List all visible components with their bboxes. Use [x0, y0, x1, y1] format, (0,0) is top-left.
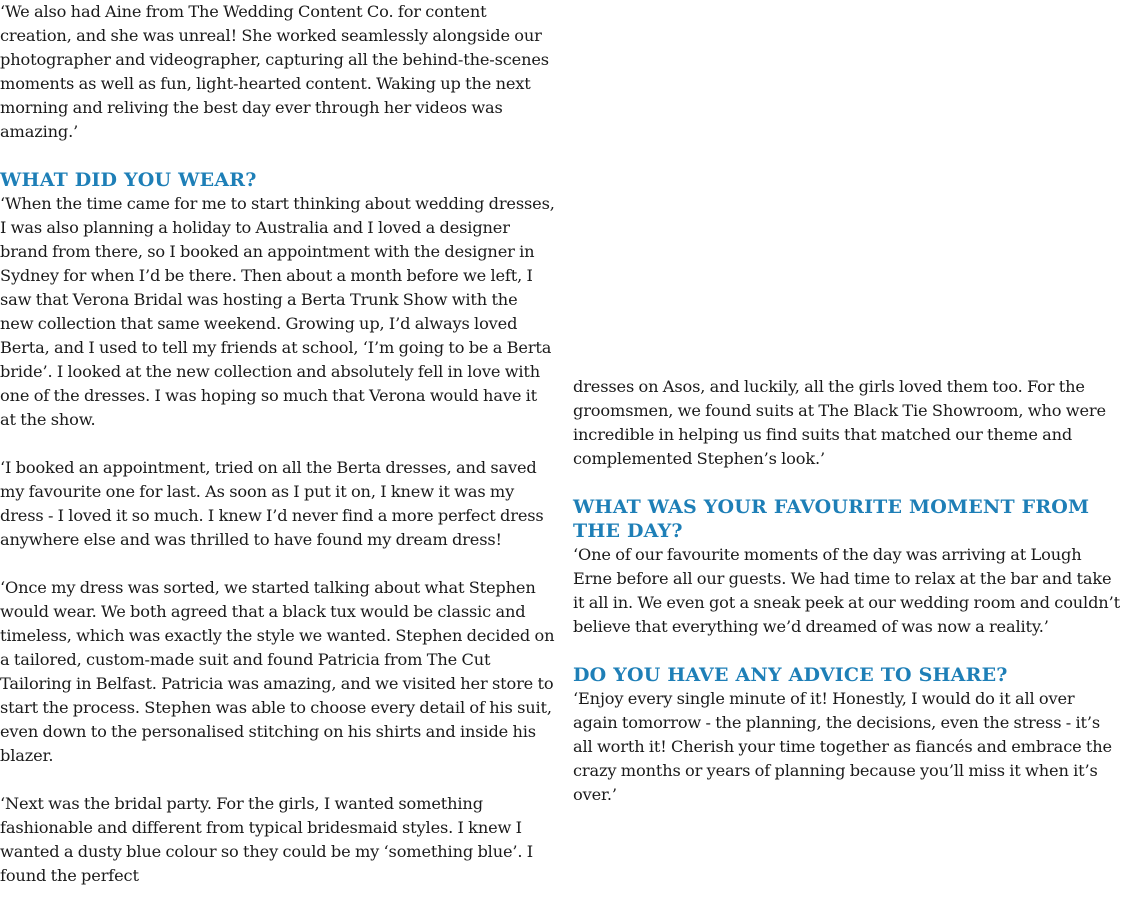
- right-column: dresses on Asos, and luckily, all the gi…: [573, 375, 1121, 831]
- heading-advice: DO YOU HAVE ANY ADVICE TO SHARE?: [573, 664, 1008, 686]
- left-column: ‘We also had Aine from The Wedding Conte…: [0, 0, 555, 912]
- intro-paragraph: ‘We also had Aine from The Wedding Conte…: [0, 2, 549, 141]
- wear-paragraph-4: ‘Next was the bridal party. For the girl…: [0, 794, 534, 885]
- heading-favourite-moment: WHAT WAS YOUR FAVOURITE MOMENT FROM THE …: [573, 496, 1090, 542]
- moment-paragraph: ‘One of our favourite moments of the day…: [573, 545, 1120, 636]
- wear-paragraph-3: ‘Once my dress was sorted, we started ta…: [0, 578, 555, 765]
- wear-paragraph-1: ‘When the time came for me to start thin…: [0, 194, 555, 429]
- heading-what-did-you-wear: WHAT DID YOU WEAR?: [0, 169, 257, 191]
- continuation-paragraph: dresses on Asos, and luckily, all the gi…: [573, 377, 1106, 468]
- advice-paragraph: ‘Enjoy every single minute of it! Honest…: [573, 689, 1112, 804]
- wear-paragraph-2: ‘I booked an appointment, tried on all t…: [0, 458, 544, 549]
